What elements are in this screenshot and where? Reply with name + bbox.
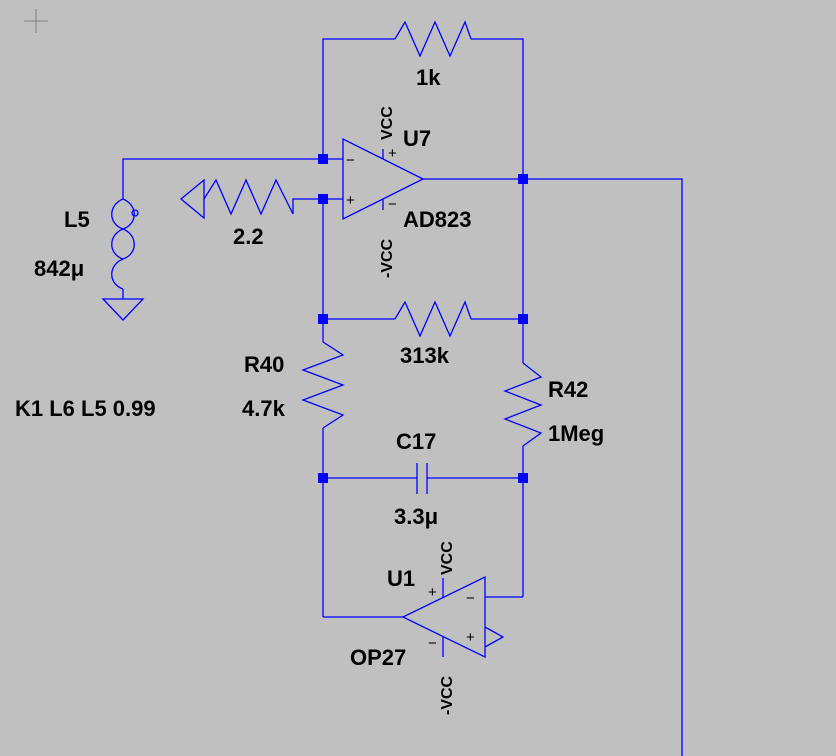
- wire-l5-top[interactable]: [122, 158, 323, 199]
- u7-vpos-label: VCC: [379, 106, 396, 140]
- u7-minus-pin: −: [346, 152, 355, 169]
- resistor-input-2.2[interactable]: [203, 178, 294, 216]
- wire-output-long[interactable]: [523, 178, 683, 756]
- opamp-u1[interactable]: − + + −: [401, 575, 505, 659]
- junction-node: [518, 174, 528, 184]
- wire-feedback-top-right[interactable]: [471, 38, 524, 179]
- u1-vpos-label: VCC: [439, 541, 456, 575]
- ground-input-icon: [179, 178, 205, 220]
- u7-model: AD823: [403, 207, 471, 232]
- wire-feedback-top[interactable]: [322, 38, 395, 159]
- capacitor-c17[interactable]: [416, 463, 428, 494]
- u1-noninverting-ground-icon: [484, 626, 505, 648]
- u1-model: OP27: [350, 645, 406, 670]
- u1-vneg-sign: −: [428, 635, 437, 652]
- resistor-313k[interactable]: [394, 300, 472, 338]
- opamp-u7[interactable]: − + + −: [342, 137, 425, 221]
- r42-name: R42: [548, 377, 588, 402]
- crosshair-cursor-icon: [24, 9, 48, 33]
- wire-r2-right[interactable]: [292, 198, 323, 214]
- u1-name: U1: [387, 566, 415, 591]
- inductor-l5[interactable]: [111, 198, 139, 299]
- junction-node: [518, 314, 528, 324]
- junction-node: [318, 154, 328, 164]
- inductor-phase-dot: [131, 209, 139, 217]
- u7-plus-pin: +: [346, 192, 355, 209]
- l5-name: L5: [64, 207, 90, 232]
- coupling-directive[interactable]: K1 L6 L5 0.99: [15, 396, 156, 421]
- l5-value: 842μ: [34, 256, 84, 281]
- u1-vneg-label: -VCC: [439, 675, 456, 715]
- resistor-feedback-1k[interactable]: [394, 20, 472, 58]
- ground-l5-icon: [101, 298, 145, 321]
- u7-vneg-sign: −: [388, 196, 397, 213]
- resistor-r40[interactable]: [301, 341, 345, 429]
- c17-name: C17: [396, 429, 436, 454]
- resistor-r42[interactable]: [503, 362, 543, 447]
- r40-value: 4.7k: [242, 396, 286, 421]
- r42-value: 1Meg: [548, 421, 604, 446]
- junction-node: [518, 473, 528, 483]
- junction-node: [318, 473, 328, 483]
- junction-node: [318, 314, 328, 324]
- u7-vpos-sign: +: [388, 145, 397, 162]
- resistor-input-value: 2.2: [233, 224, 264, 249]
- junction-nodes: [318, 154, 528, 483]
- u1-minus-pin: −: [466, 590, 475, 607]
- u1-vpos-sign: +: [428, 584, 437, 601]
- wires[interactable]: [122, 38, 683, 756]
- u1-plus-pin: +: [466, 629, 475, 646]
- resistor-mid-value: 313k: [400, 343, 450, 368]
- c17-value: 3.3μ: [394, 504, 438, 529]
- resistor-feedback-value: 1k: [416, 65, 441, 90]
- r40-name: R40: [244, 352, 284, 377]
- u7-name: U7: [403, 126, 431, 151]
- u7-vneg-label: -VCC: [379, 238, 396, 278]
- junction-node: [318, 194, 328, 204]
